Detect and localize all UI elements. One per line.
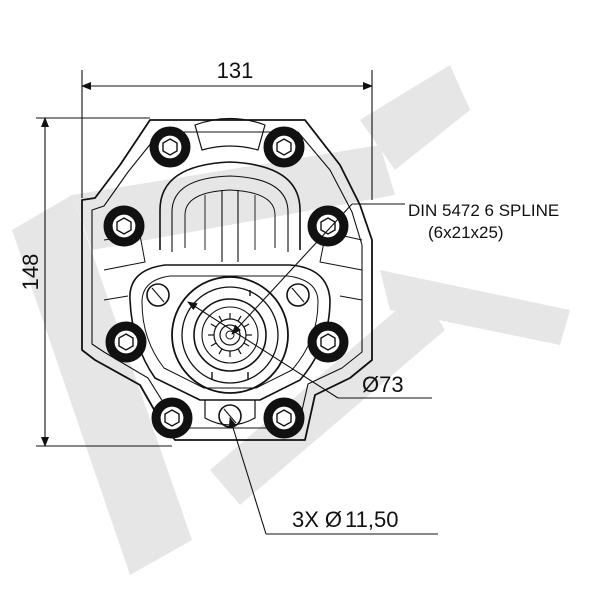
bolt-mid-left <box>103 205 145 247</box>
width-label: 131 <box>217 58 254 83</box>
spline-shaft-icon <box>171 276 289 394</box>
spline-root-circle <box>213 318 247 352</box>
bolt-mid-right <box>307 205 349 247</box>
spline-callout-line2: (6x21x25) <box>428 223 504 242</box>
bolt-low-left <box>105 321 147 363</box>
hole-diameter-value: 11,50 <box>345 507 398 532</box>
bolt-bottom-left <box>151 397 193 439</box>
mounting-hole-bottom <box>218 404 242 428</box>
hole-count: 3X <box>292 507 319 532</box>
width-dimension <box>81 70 373 200</box>
bolt-low-right <box>307 321 349 363</box>
mounting-hole-right <box>286 283 310 307</box>
spline-tooth <box>237 315 242 322</box>
height-label: 148 <box>18 254 43 291</box>
spline-leader <box>231 203 405 335</box>
pump-housing <box>81 117 373 441</box>
spline-callout-line1: DIN 5472 6 SPLINE <box>408 201 559 220</box>
watermark-logo <box>12 65 570 575</box>
hole-leader <box>228 417 438 535</box>
diameter-leader <box>187 301 432 399</box>
spline-tooth <box>218 315 223 322</box>
diameter-label: Ø73 <box>362 372 404 397</box>
diameter-value: 73 <box>379 372 403 397</box>
spline-tooth <box>210 323 217 328</box>
hole-diameter-symbol: Ø <box>325 507 342 532</box>
bolt-bottom-right <box>263 397 305 439</box>
bolt-top-left <box>149 126 191 168</box>
spline-tooth <box>237 348 242 355</box>
mounting-hole-left <box>146 283 170 307</box>
height-dimension <box>36 117 172 447</box>
hex-socket-bolt-icon <box>103 126 349 439</box>
spline-tooth <box>243 323 250 328</box>
spline-tooth <box>218 348 223 355</box>
bolt-top-right <box>263 126 305 168</box>
spline-tooth <box>210 342 217 347</box>
diameter-symbol: Ø <box>362 372 379 397</box>
spline-tooth <box>243 342 250 347</box>
